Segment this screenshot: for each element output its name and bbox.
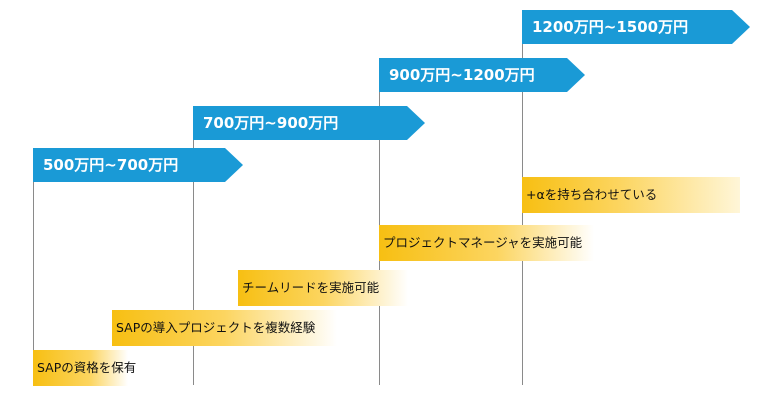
skill-bar-sap-certified: SAPの資格を保有 (33, 350, 136, 386)
salary-arrow-900-1200: 900万円~1200万円 (379, 58, 585, 92)
step-line-2 (193, 125, 194, 385)
skill-bar-team-lead: チームリードを実施可能 (238, 270, 408, 306)
skill-label: +αを持ち合わせている (526, 187, 658, 202)
skill-bar-sap-implementation: SAPの導入プロジェクトを複数経験 (112, 310, 337, 346)
salary-label: 1200万円~1500万円 (532, 18, 689, 36)
skill-label: SAPの資格を保有 (37, 360, 137, 375)
salary-label: 500万円~700万円 (43, 156, 179, 174)
salary-label: 900万円~1200万円 (389, 66, 535, 84)
salary-arrow-700-900: 700万円~900万円 (193, 106, 425, 140)
skill-bar-project-manager: プロジェクトマネージャを実施可能 (379, 225, 594, 261)
skill-label: プロジェクトマネージャを実施可能 (383, 235, 583, 250)
salary-arrow-500-700: 500万円~700万円 (33, 148, 243, 182)
skill-label: チームリードを実施可能 (242, 280, 380, 295)
skill-label: SAPの導入プロジェクトを複数経験 (116, 320, 316, 335)
salary-arrow-1200-1500: 1200万円~1500万円 (522, 10, 750, 44)
skill-bar-plus-alpha: +αを持ち合わせている (522, 177, 740, 213)
salary-label: 700万円~900万円 (203, 114, 339, 132)
step-line-1 (33, 165, 34, 385)
